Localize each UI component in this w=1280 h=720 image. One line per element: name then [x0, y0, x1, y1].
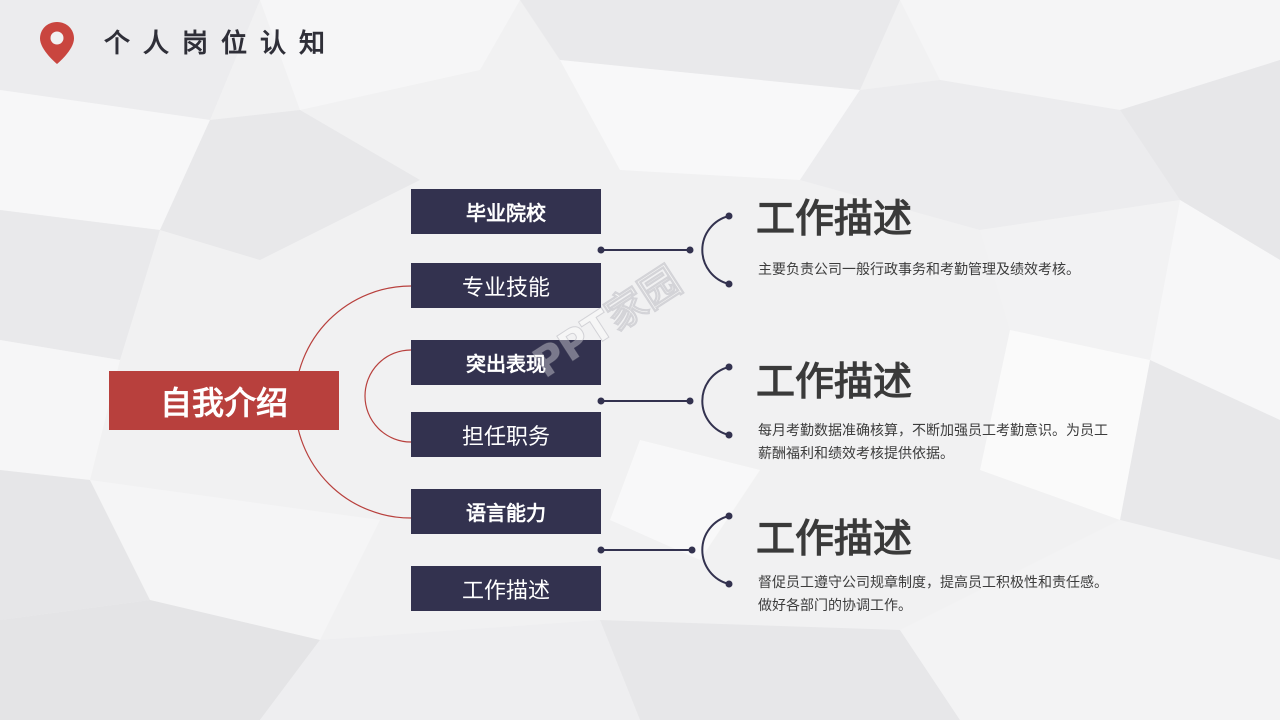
- item-box-job-description: 工作描述: [411, 566, 601, 611]
- connector-dot: [597, 246, 605, 254]
- item-box-outstanding-performance: 突出表现: [411, 340, 601, 385]
- item-box-graduation-school: 毕业院校: [411, 189, 601, 234]
- description-text: 每月考勤数据准确核算，不断加强员工考勤意识。为员工薪酬福利和绩效考核提供依据。: [758, 423, 1108, 462]
- inner-bracket-line: [364, 349, 412, 443]
- description-title: 工作描述: [756, 360, 913, 405]
- description-text: 主要负责公司一般行政事务和考勤管理及绩效考核。: [758, 262, 1080, 278]
- connector-dot: [725, 212, 733, 220]
- connector-dot: [725, 363, 733, 371]
- connector-dot: [688, 546, 696, 554]
- item-box-professional-skills: 专业技能: [411, 263, 601, 308]
- item-box-position-held: 担任职务: [411, 412, 601, 457]
- item-box-language-ability: 语言能力: [411, 489, 601, 534]
- connector-dot: [686, 246, 694, 254]
- connector-dot: [597, 546, 605, 554]
- connector-1: [601, 215, 730, 285]
- connector-dot: [725, 580, 733, 588]
- connector-3: [601, 515, 730, 585]
- page-title: 个人岗位认知: [104, 29, 339, 59]
- center-topic-box: 自我介绍: [109, 371, 339, 430]
- connector-dot: [725, 512, 733, 520]
- description-title: 工作描述: [756, 197, 913, 242]
- connector-dot: [686, 397, 694, 405]
- connector-dot: [725, 280, 733, 288]
- map-pin-icon: [40, 22, 74, 64]
- connector-dot: [725, 431, 733, 439]
- connector-2: [601, 366, 730, 436]
- connector-dot: [597, 397, 605, 405]
- description-text: 督促员工遵守公司规章制度，提高员工积极性和责任感。做好各部门的协调工作。: [758, 575, 1108, 614]
- description-title: 工作描述: [756, 517, 913, 562]
